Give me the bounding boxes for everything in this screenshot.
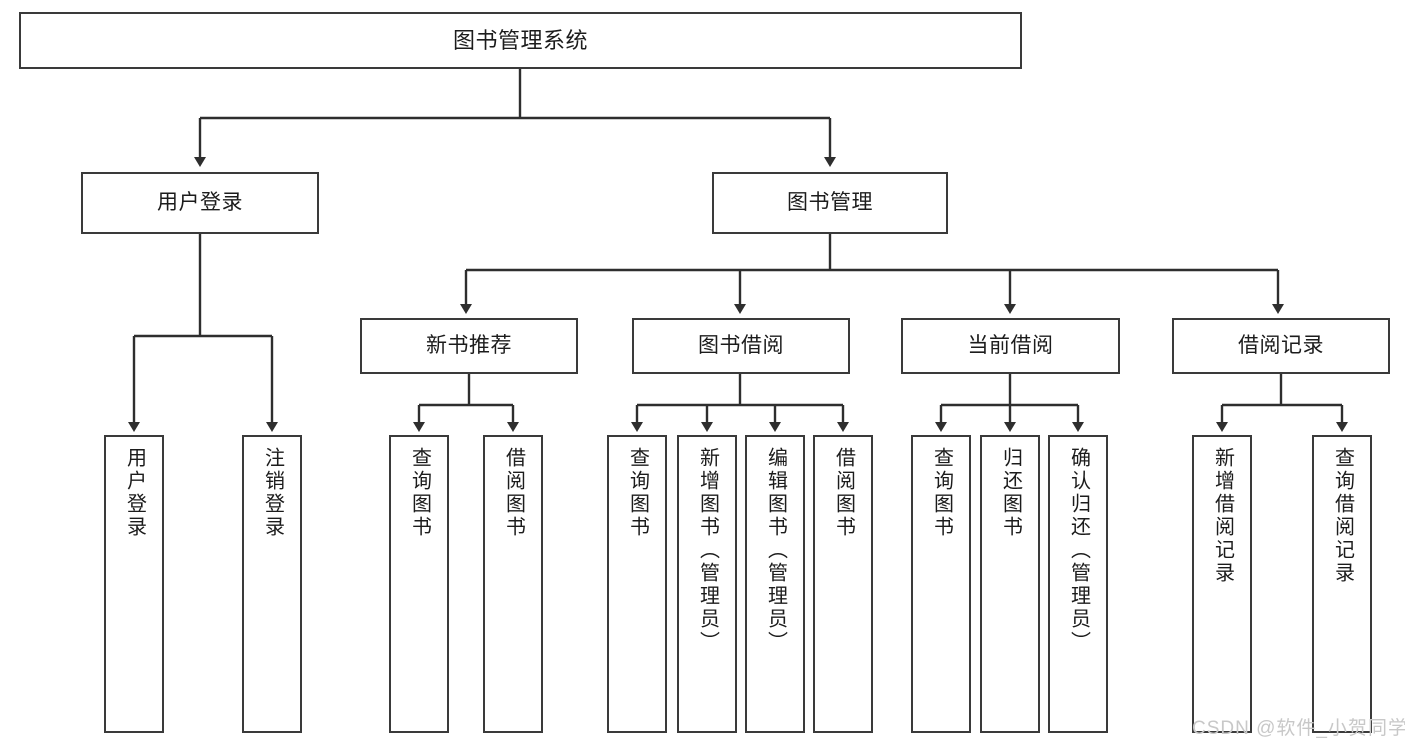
node-label: 当前借阅: [967, 333, 1054, 357]
node-current-borrow[interactable]: 当前借阅: [901, 318, 1120, 374]
leaf-query-borrow-record[interactable]: 查询借阅记录: [1312, 435, 1372, 733]
node-label: 借阅记录: [1238, 333, 1324, 357]
node-label: 新增图书（管理员）: [696, 447, 719, 654]
leaf-add-book[interactable]: 新增图书（管理员）: [677, 435, 737, 733]
node-label: 查询借阅记录: [1331, 447, 1354, 585]
node-label: 归还图书: [999, 447, 1022, 539]
node-label: 借阅图书: [832, 447, 855, 539]
node-new-book-recommend[interactable]: 新书推荐: [360, 318, 578, 374]
node-label: 查询图书: [626, 447, 649, 539]
node-label: 查询图书: [408, 447, 431, 539]
node-label: 编辑图书（管理员）: [764, 447, 787, 654]
node-label: 新书推荐: [426, 333, 512, 357]
leaf-add-borrow-record[interactable]: 新增借阅记录: [1192, 435, 1252, 733]
node-label: 注销登录: [261, 447, 284, 539]
node-label: 确认归还（管理员）: [1067, 447, 1090, 654]
leaf-user-logout[interactable]: 注销登录: [242, 435, 302, 733]
leaf-query-book-recommend[interactable]: 查询图书: [389, 435, 449, 733]
node-borrow-record[interactable]: 借阅记录: [1172, 318, 1390, 374]
node-label: 查询图书: [930, 447, 953, 539]
node-book-borrow[interactable]: 图书借阅: [632, 318, 850, 374]
node-label: 图书管理系统: [452, 27, 588, 53]
leaf-return-book[interactable]: 归还图书: [980, 435, 1040, 733]
node-label: 用户登录: [123, 447, 146, 539]
node-book-manage[interactable]: 图书管理: [712, 172, 948, 234]
node-root-system[interactable]: 图书管理系统: [19, 12, 1022, 69]
leaf-confirm-return[interactable]: 确认归还（管理员）: [1048, 435, 1108, 733]
node-user-login[interactable]: 用户登录: [81, 172, 319, 234]
leaf-borrow-book[interactable]: 借阅图书: [813, 435, 873, 733]
node-label: 用户登录: [157, 190, 243, 214]
leaf-borrow-book-recommend[interactable]: 借阅图书: [483, 435, 543, 733]
leaf-query-book-borrow[interactable]: 查询图书: [607, 435, 667, 733]
node-label: 图书借阅: [698, 333, 784, 357]
leaf-query-book-current[interactable]: 查询图书: [911, 435, 971, 733]
leaf-user-login[interactable]: 用户登录: [104, 435, 164, 733]
csdn-watermark: CSDN @软件_小贺同学: [1192, 718, 1405, 739]
node-label: 图书管理: [787, 190, 873, 214]
node-label: 新增借阅记录: [1211, 447, 1234, 585]
node-label: 借阅图书: [502, 447, 525, 539]
leaf-edit-book[interactable]: 编辑图书（管理员）: [745, 435, 805, 733]
